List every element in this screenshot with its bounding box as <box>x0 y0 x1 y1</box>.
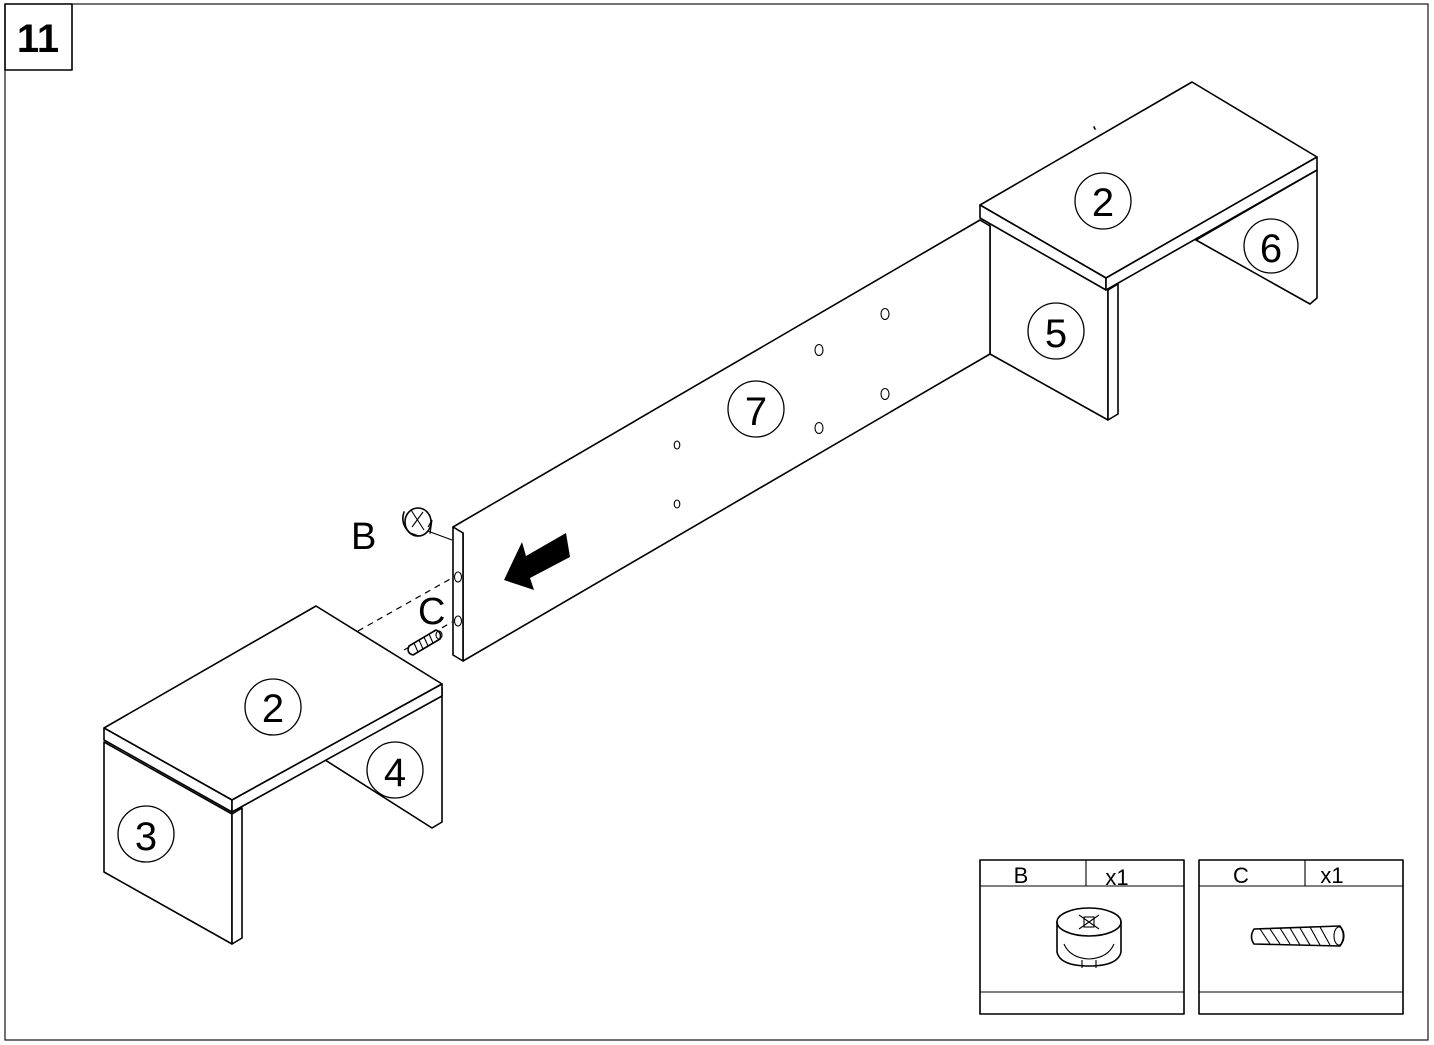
step-number: 11 <box>17 17 59 61</box>
label-c: C <box>418 591 445 633</box>
part-number-top-left: 2 <box>262 687 284 731</box>
part-number-3: 3 <box>135 815 157 859</box>
hardware-qty-b: x1 <box>1105 865 1128 890</box>
hardware-box-c: C x1 <box>1198 859 1404 1015</box>
hardware-code-b: B <box>1014 863 1029 888</box>
dowel-c-icon <box>407 629 443 656</box>
wooden-dowel-icon <box>1250 925 1345 947</box>
part-number-7: 7 <box>745 390 767 434</box>
direction-arrow-icon <box>504 533 570 590</box>
back-panel-7 <box>452 219 991 662</box>
back-panel-face <box>452 219 991 662</box>
hardware-box-b: B x1 <box>979 859 1185 1015</box>
page-frame <box>4 3 1429 1041</box>
back-panel-edge <box>452 526 464 662</box>
label-b: B <box>351 516 376 558</box>
cam-lock-icon <box>1056 907 1122 968</box>
part-number-6: 6 <box>1260 227 1282 271</box>
part-number-top-right: 2 <box>1092 181 1114 225</box>
cam-lock-b-icon <box>402 507 433 537</box>
hardware-qty-c: x1 <box>1320 863 1343 888</box>
right-unit <box>979 81 1318 421</box>
part-number-5: 5 <box>1045 312 1067 356</box>
step-number-box: 11 <box>4 3 73 71</box>
part-callouts: 2 6 5 7 2 4 3 <box>117 172 1299 863</box>
hardware-code-c: C <box>1233 863 1249 888</box>
part-number-4: 4 <box>384 751 406 795</box>
